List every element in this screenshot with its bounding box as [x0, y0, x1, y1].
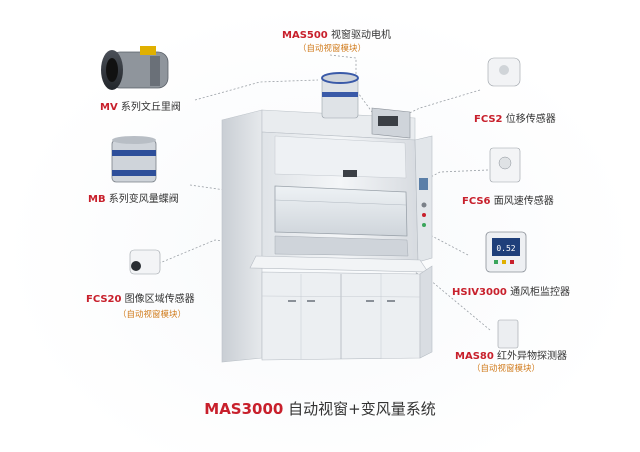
- control-display: [419, 178, 428, 190]
- note-fcs20: （自动视窗模块）: [118, 310, 187, 320]
- hood-side-panel: [221, 109, 263, 363]
- label-mas500: MAS500 视窗驱动电机: [282, 30, 391, 41]
- label-hsiv3000: HSIV3000 通风柜监控器: [452, 287, 571, 298]
- hood-upper-panel: [274, 135, 407, 179]
- control-column: [414, 135, 433, 263]
- mas80-infrared-detector-icon: [497, 319, 519, 349]
- note-mas80: （自动视窗模块）: [472, 364, 541, 374]
- label-fcs2: FCS2 位移传感器: [474, 114, 556, 125]
- work-opening: [274, 235, 409, 257]
- label-mv: MV 系列文丘里阀: [100, 102, 181, 113]
- hsiv3000-monitor-icon: 0.52: [485, 231, 527, 273]
- fcs2-displacement-sensor-icon: [487, 57, 521, 87]
- hood-label-plate: [343, 170, 357, 177]
- page-title: MAS3000 自动视窗+变风量系统: [204, 400, 436, 418]
- fcs20-image-sensor-icon: [129, 249, 161, 275]
- leader-mv: [194, 79, 319, 101]
- fcs6-airspeed-sensor-icon: [489, 147, 521, 183]
- mv-venturi-valve-icon: [101, 46, 169, 90]
- note-mas500: （自动视窗模块）: [298, 44, 367, 54]
- leader-mas500: [329, 54, 373, 113]
- label-mb: MB 系列变风量蝶阀: [88, 194, 179, 205]
- fume-hood: [221, 72, 433, 363]
- sash-window: [274, 185, 408, 237]
- label-fcs6: FCS6 面风速传感器: [462, 196, 554, 207]
- control-knob: [421, 202, 427, 208]
- leader-fcs20: [154, 239, 261, 266]
- leader-fcs6: [424, 169, 489, 181]
- monitor-readout: 0.52: [496, 244, 515, 253]
- mb-butterfly-valve-icon: [111, 136, 157, 183]
- label-mas80: MAS80 红外异物探测器: [455, 351, 567, 362]
- label-fcs20: FCS20 图像区域传感器: [86, 294, 195, 305]
